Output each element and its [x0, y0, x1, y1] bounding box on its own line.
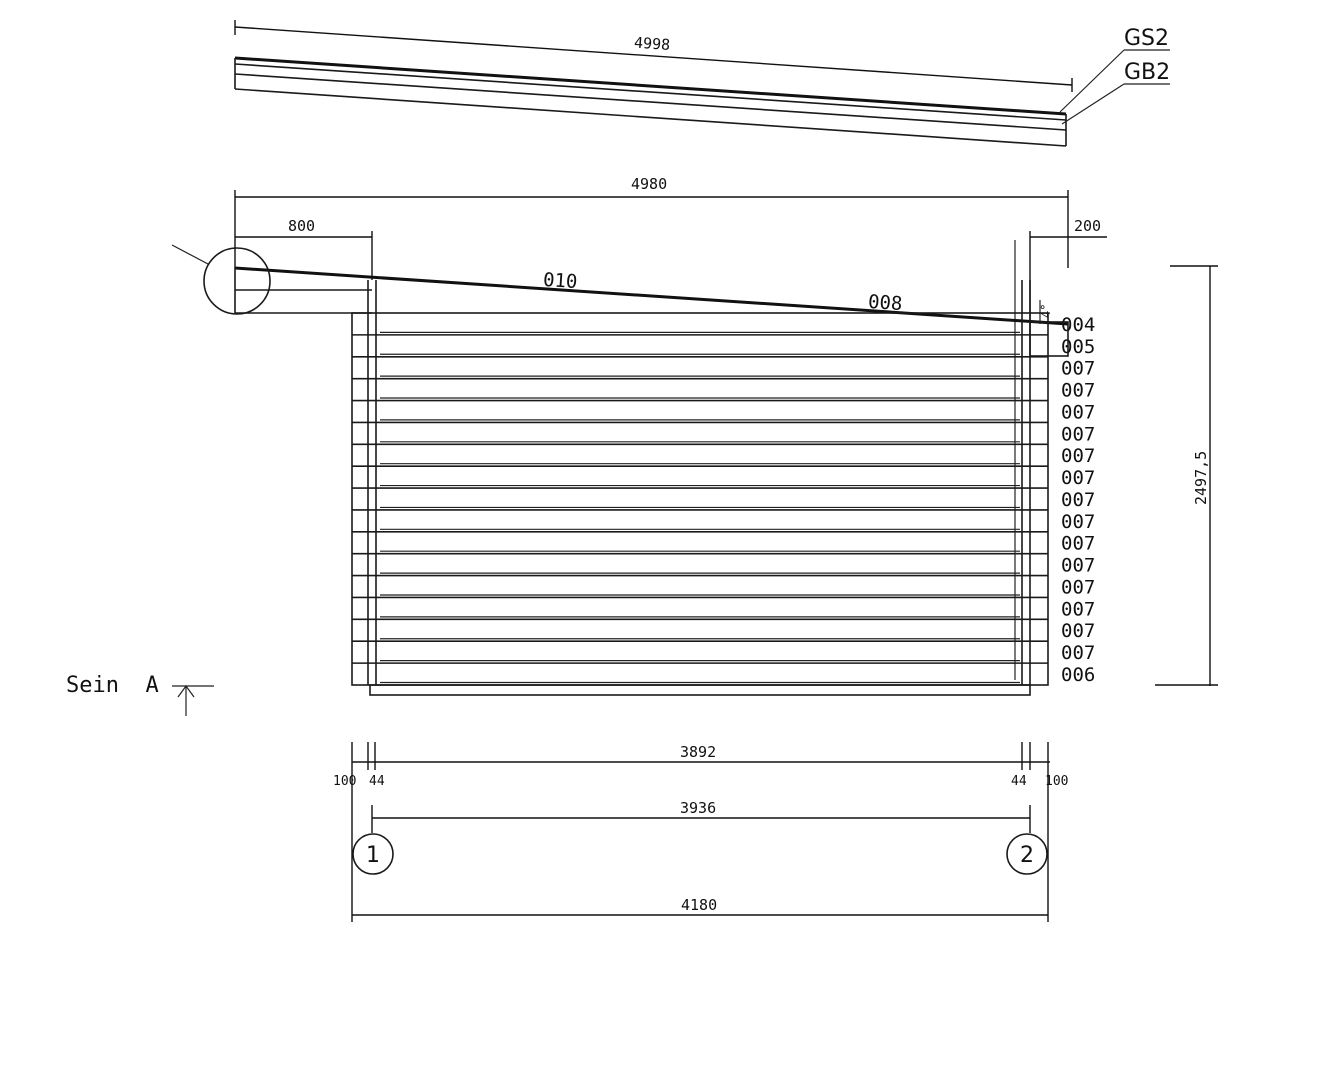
log-label: 007: [1061, 555, 1095, 577]
roof-panel-dimension: 4998: [633, 34, 670, 54]
axis-label-2: 2: [1020, 843, 1034, 868]
log-label: 007: [1061, 423, 1095, 445]
rafter-top: [234, 266, 1069, 326]
log-label: 007: [1061, 642, 1095, 664]
dim-44-left: 44: [369, 774, 385, 789]
rafter-label-008: 008: [867, 291, 903, 315]
axis-label-1: 1: [366, 843, 380, 868]
dim-800: 800: [288, 217, 315, 235]
log-label: 007: [1061, 533, 1095, 555]
overall-width-dimension: 4980 800 200: [234, 175, 1107, 680]
log-label: 007: [1061, 620, 1095, 642]
roof-panel-dimension-line: [234, 26, 1073, 86]
log-label: 007: [1061, 401, 1095, 423]
dim-100-left: 100: [333, 774, 356, 789]
dim-200: 200: [1074, 217, 1101, 235]
dim-3892: 3892: [680, 743, 716, 761]
dim-4180: 4180: [681, 896, 717, 914]
log-label: 007: [1061, 380, 1095, 402]
log-label: 007: [1061, 489, 1095, 511]
rafter-label-010: 010: [542, 269, 578, 293]
roof-panel: 4998 GS2 GB2: [234, 20, 1170, 147]
detail-circle: [203, 247, 271, 315]
view-marker: Sein A: [66, 673, 214, 716]
roof-sheathing-top: [234, 56, 1067, 116]
log-label: 007: [1061, 358, 1095, 380]
log-label: 007: [1061, 598, 1095, 620]
bottom-dimensions: 3892 100 44 44 100 3936 1 2 4180: [333, 742, 1068, 922]
bottom-plate: [369, 684, 1031, 696]
log-label: 007: [1061, 576, 1095, 598]
axis-marker-1: [352, 833, 394, 875]
wall-outline: [351, 312, 1049, 686]
dim-100-right: 100: [1045, 774, 1068, 789]
dim-2497-5: 2497,5: [1192, 451, 1210, 505]
log-label: 007: [1061, 467, 1095, 489]
rafter: 010 008 4°: [171, 244, 1069, 326]
view-label: Sein A: [66, 673, 159, 698]
dim-44-right: 44: [1011, 774, 1027, 789]
slope-note: 4°: [1039, 304, 1053, 318]
axis-marker-2: [1006, 833, 1048, 875]
detail-leader: [171, 244, 209, 265]
label-gb2: GB2: [1124, 60, 1170, 85]
view-arrow-icon: [177, 684, 195, 698]
log-label: 006: [1061, 664, 1095, 686]
dim-3936: 3936: [680, 799, 716, 817]
log-label: 005: [1061, 336, 1095, 358]
log-label: 007: [1061, 511, 1095, 533]
log-label: 004: [1061, 314, 1095, 336]
label-gs2: GS2: [1124, 26, 1169, 51]
log-label: 007: [1061, 445, 1095, 467]
height-dimension: 2497,5: [1155, 265, 1218, 686]
log-wall: 0040050070070070070070070070070070070070…: [351, 280, 1095, 696]
top-log-end: [1029, 321, 1069, 357]
dim-4980: 4980: [631, 175, 667, 193]
